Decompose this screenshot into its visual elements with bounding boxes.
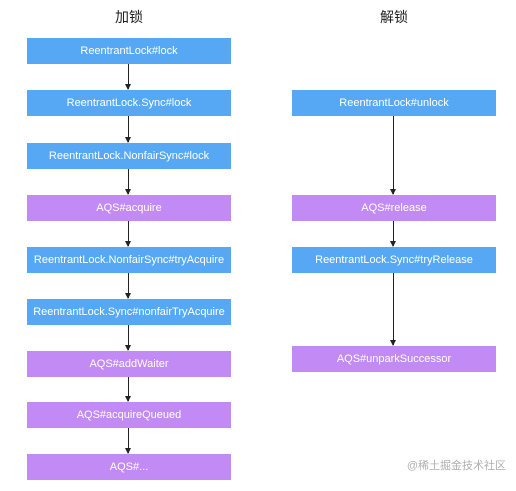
arrow-connector bbox=[125, 221, 131, 247]
node-reentrantlock-lock: ReentrantLock#lock bbox=[27, 38, 231, 64]
node-sync-nonfairtryacquire: ReentrantLock.Sync#nonfairTryAcquire bbox=[27, 299, 231, 325]
node-reentrantlock-unlock: ReentrantLock#unlock bbox=[292, 90, 496, 116]
node-sync-lock: ReentrantLock.Sync#lock bbox=[27, 90, 231, 116]
arrow-connector bbox=[125, 377, 131, 402]
node-aqs-unparksuccessor: AQS#unparkSuccessor bbox=[292, 346, 496, 372]
arrow-connector bbox=[125, 116, 131, 143]
arrow-connector bbox=[125, 273, 131, 299]
lock-column-title: 加锁 bbox=[115, 9, 143, 25]
node-aqs-ellipsis: AQS#... bbox=[27, 454, 231, 480]
node-aqs-addwaiter: AQS#addWaiter bbox=[27, 351, 231, 377]
arrow-connector bbox=[125, 64, 131, 90]
node-sync-tryrelease: ReentrantLock.Sync#tryRelease bbox=[292, 247, 496, 273]
node-nonfairsync-tryacquire: ReentrantLock.NonfairSync#tryAcquire bbox=[27, 247, 231, 273]
arrow-connector bbox=[125, 325, 131, 351]
unlock-column-title: 解锁 bbox=[380, 9, 408, 25]
node-aqs-acquirequeued: AQS#acquireQueued bbox=[27, 402, 231, 428]
node-aqs-release: AQS#release bbox=[292, 195, 496, 221]
watermark: @稀土掘金技术社区 bbox=[406, 460, 506, 472]
arrow-connector bbox=[125, 169, 131, 195]
arrow-connector bbox=[125, 428, 131, 454]
arrow-connector bbox=[390, 221, 396, 247]
arrow-connector bbox=[390, 273, 396, 346]
node-nonfairsync-lock: ReentrantLock.NonfairSync#lock bbox=[27, 143, 231, 169]
arrow-connector bbox=[390, 116, 396, 195]
node-aqs-acquire: AQS#acquire bbox=[27, 195, 231, 221]
